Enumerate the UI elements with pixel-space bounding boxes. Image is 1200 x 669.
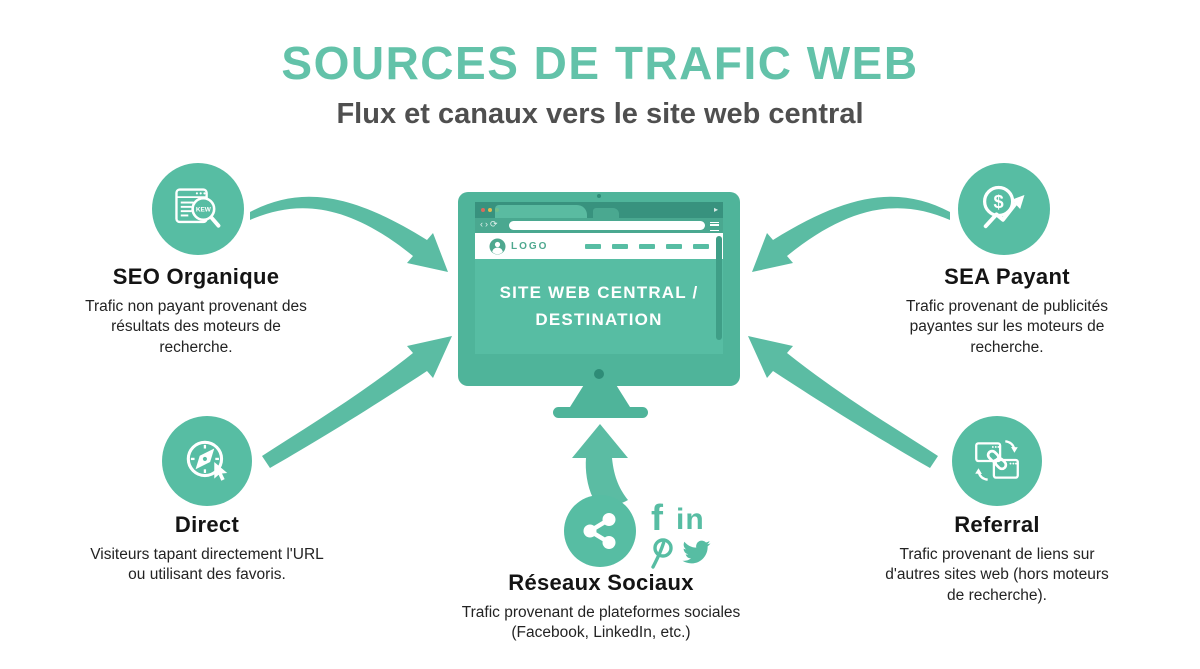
nav-dash [612, 243, 628, 249]
close-dot-icon [481, 208, 485, 212]
logo-text: LOGO [511, 240, 549, 252]
nav-dash [585, 243, 601, 249]
url-input [509, 221, 705, 230]
page-subtitle: Flux et canaux vers le site web central [336, 98, 864, 130]
site-hero: SITE WEB CENTRAL / DESTINATION [475, 259, 723, 354]
referral-description: Trafic provenant de liens sur d'autres s… [885, 546, 1109, 604]
monitor-top-dot [597, 194, 601, 198]
direct-node: Direct Visiteurs tapant directement l'UR… [87, 512, 327, 586]
svg-text:KEW: KEW [196, 206, 212, 213]
arrow-referral-to-center [748, 336, 938, 468]
referral-title: Referral [954, 512, 1040, 537]
site-header: LOGO [475, 233, 723, 259]
arrow-social-to-center [572, 424, 628, 506]
browser-address-bar: ‹›⟳ [475, 218, 723, 233]
arrow-direct-to-center [262, 336, 452, 468]
facebook-icon: f [651, 497, 663, 538]
back-forward-reload-icons: ‹›⟳ [480, 219, 500, 229]
twitter-icon [680, 538, 713, 571]
social-title: Réseaux Sociaux [508, 570, 694, 595]
arrow-sea-to-center [752, 196, 950, 272]
page-title: SOURCES DE TRAFIC WEB [281, 37, 919, 89]
hamburger-menu-icon [710, 222, 719, 231]
sea-dollar-growth-icon: $ [958, 163, 1050, 255]
browser-active-tab [495, 205, 587, 218]
social-share-icon [564, 495, 636, 567]
direct-description: Visiteurs tapant directement l'URL ou ut… [90, 546, 324, 584]
scrollbar [716, 236, 722, 340]
seo-node: SEO Organique Trafic non payant provenan… [56, 264, 336, 358]
seo-browser-search-icon: KEW [152, 163, 244, 255]
browser-screen: ▸ ‹›⟳ LOGO S [475, 202, 723, 354]
nav-dash [693, 243, 709, 249]
direct-compass-cursor-icon [162, 416, 252, 506]
nav-dash [666, 243, 682, 249]
logo-avatar-icon [489, 238, 506, 254]
sea-title: SEA Payant [944, 264, 1070, 289]
social-description: Trafic provenant de plateformes sociales… [461, 604, 741, 642]
browser-tab-bar: ▸ [475, 202, 723, 218]
seo-description: Trafic non payant provenant des résultat… [85, 298, 307, 356]
pinterest-icon [648, 537, 676, 574]
sea-description: Trafic provenant de publicités payantes … [906, 298, 1108, 356]
monitor-stand-base [553, 407, 648, 418]
svg-text:$: $ [994, 191, 1004, 212]
referral-node: Referral Trafic provenant de liens sur d… [877, 512, 1117, 606]
nav-menu-dashes [585, 243, 709, 249]
arrow-seo-to-center [250, 196, 448, 272]
linkedin-icon: in [676, 503, 705, 536]
referral-linked-windows-icon [952, 416, 1042, 506]
site-hero-line2: DESTINATION [535, 309, 663, 329]
monitor-camera-dot [594, 369, 604, 379]
maximize-dot-icon [495, 208, 499, 212]
central-monitor: ▸ ‹›⟳ LOGO S [458, 192, 740, 386]
sea-node: SEA Payant Trafic provenant de publicité… [867, 264, 1147, 358]
minimize-dot-icon [488, 208, 492, 212]
direct-title: Direct [174, 512, 240, 537]
social-node: Réseaux Sociaux Trafic provenant de plat… [451, 570, 751, 644]
monitor-stand-neck [570, 386, 630, 407]
site-hero-line1: SITE WEB CENTRAL / [499, 283, 699, 303]
window-control-dots [481, 208, 499, 212]
nav-dash [639, 243, 655, 249]
new-tab-icon: ▸ [713, 205, 718, 214]
browser-second-tab [593, 208, 619, 218]
site-logo: LOGO [489, 238, 548, 255]
seo-title: SEO Organique [112, 264, 280, 289]
